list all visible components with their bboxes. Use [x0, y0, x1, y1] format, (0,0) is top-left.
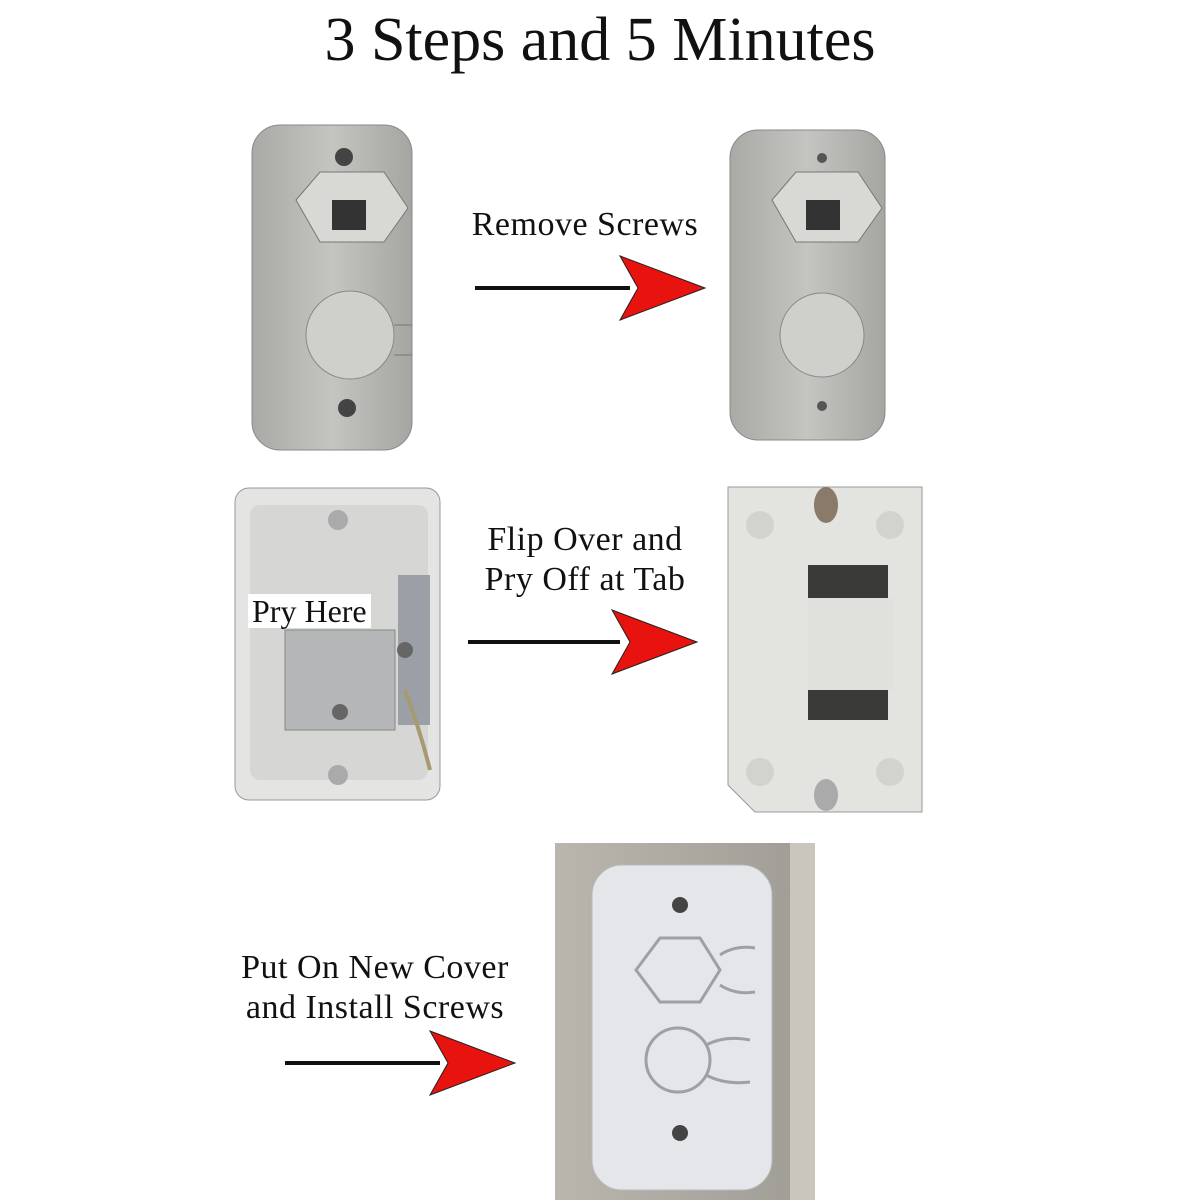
- step-1-line-1: Remove Screws: [471, 206, 699, 243]
- step-1-label: Remove Screws: [440, 205, 730, 245]
- arrow-step-2: [468, 609, 699, 675]
- step-2-label: Flip Over and Pry Off at Tab: [445, 520, 725, 600]
- old-cover-plate-with-screws: [251, 124, 413, 451]
- page-title: 3 Steps and 5 Minutes: [324, 6, 876, 74]
- cover-plate-back-view: [234, 487, 441, 801]
- step-2-line-1: Flip Over and: [487, 521, 683, 558]
- pry-here-callout: Pry Here: [248, 594, 371, 628]
- step-2-line-2: Pry Off at Tab: [484, 561, 686, 598]
- arrow-step-3: [285, 1030, 517, 1096]
- cover-plate-pried-open: [727, 486, 923, 813]
- arrow-step-1: [475, 255, 707, 321]
- step-3-line-2: and Install Screws: [245, 989, 505, 1026]
- new-cover-installed-photo: [555, 843, 815, 1200]
- old-cover-plate-screws-removed: [729, 129, 886, 441]
- step-3-line-1: Put On New Cover: [241, 949, 509, 986]
- step-3-label: Put On New Cover and Install Screws: [205, 948, 545, 1028]
